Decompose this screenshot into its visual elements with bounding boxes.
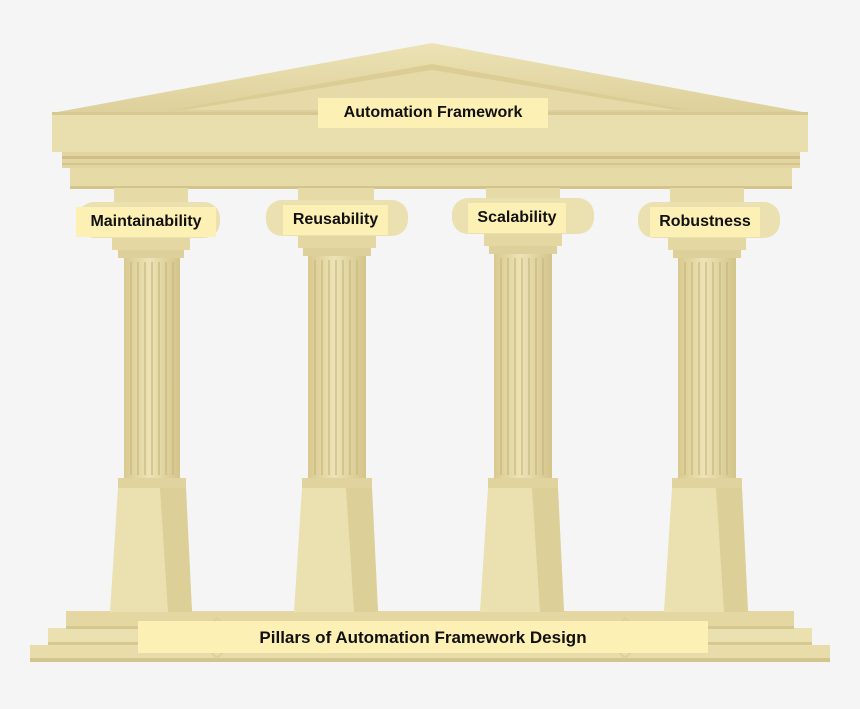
pillar-label-robustness: Robustness	[650, 207, 760, 237]
pillar-2	[266, 188, 408, 612]
pillar-label-maintainability: Maintainability	[76, 207, 216, 237]
roof-label: Automation Framework	[318, 98, 548, 128]
pillar-4	[638, 188, 780, 612]
pillar-3	[452, 188, 594, 612]
base-label: Pillars of Automation Framework Design	[138, 621, 708, 653]
pillar-label-scalability: Scalability	[468, 203, 566, 233]
pillar-label-reusability: Reusability	[283, 205, 388, 235]
pillar-1	[78, 188, 220, 612]
